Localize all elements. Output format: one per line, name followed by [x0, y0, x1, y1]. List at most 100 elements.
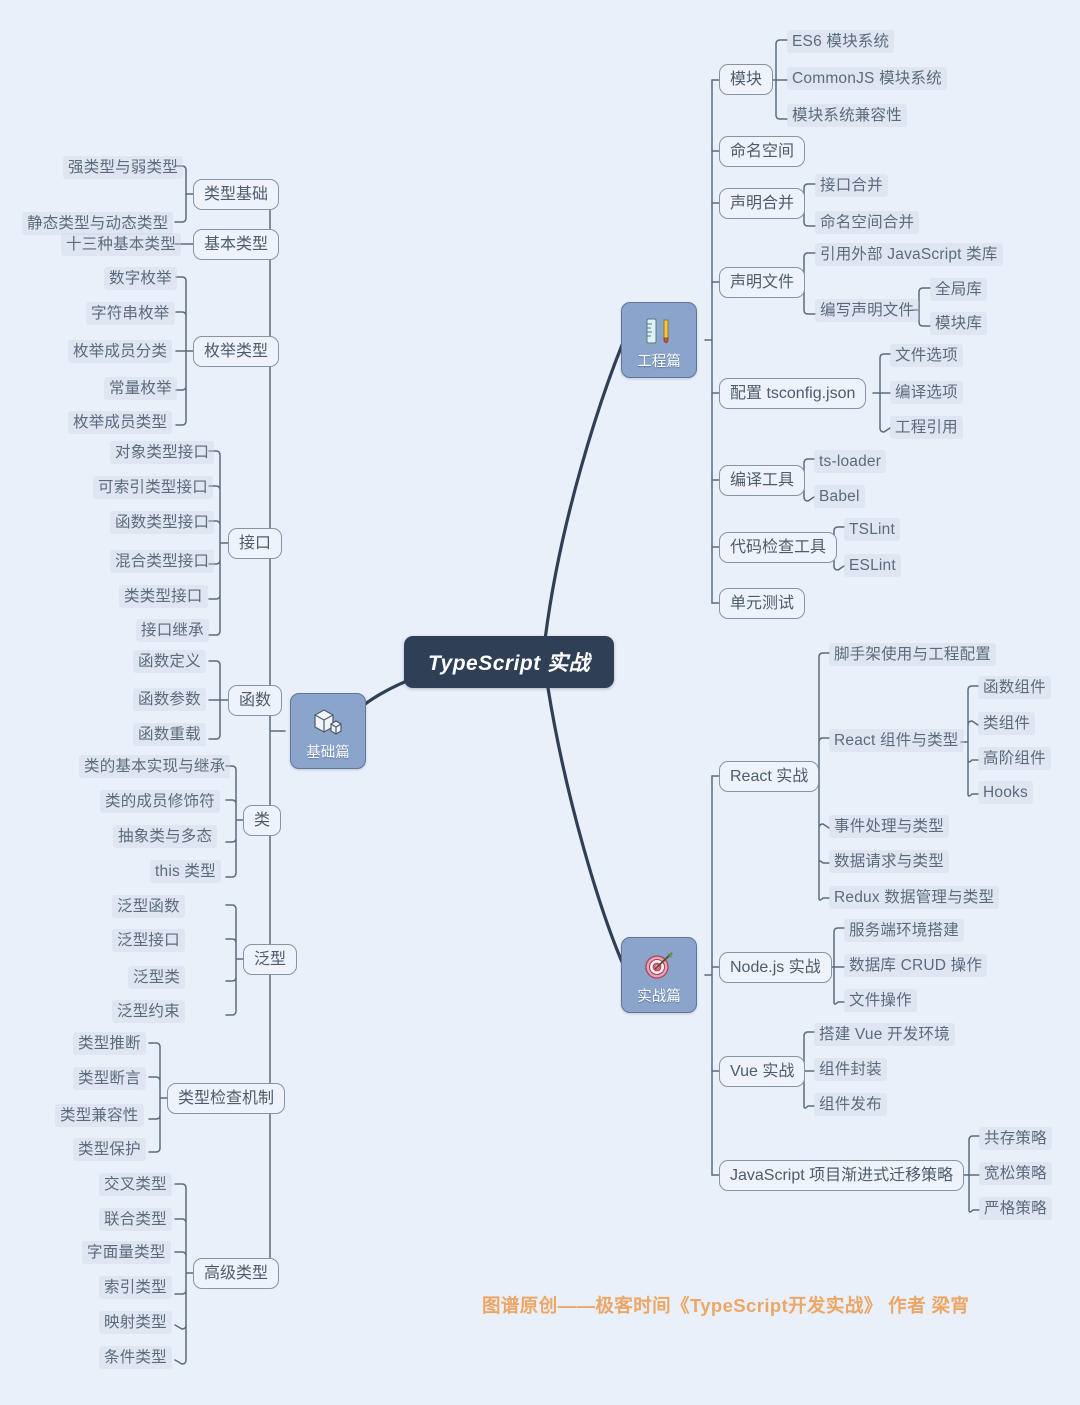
section-node-basics[interactable]: 基础篇	[290, 693, 366, 769]
leaf-event-handling-types[interactable]: 事件处理与类型	[829, 815, 949, 839]
leaf-project-reference[interactable]: 工程引用	[890, 416, 963, 440]
leaf-type-inference[interactable]: 类型推断	[73, 1032, 146, 1056]
leaf-namespace-merge[interactable]: 命名空间合并	[815, 211, 920, 235]
section-node-practice[interactable]: 实战篇	[621, 937, 697, 1013]
branch-type-basic[interactable]: 类型基础	[193, 179, 280, 211]
leaf-reference-js-lib[interactable]: 引用外部 JavaScript 类库	[815, 243, 1003, 267]
section-label-practice: 实战篇	[637, 989, 681, 1005]
leaf-vue-env-setup[interactable]: 搭建 Vue 开发环境	[814, 1023, 955, 1047]
leaf-component-packaging[interactable]: 组件封装	[814, 1058, 887, 1082]
cube-icon	[291, 702, 365, 742]
leaf-react-components-types[interactable]: React 组件与类型	[829, 729, 964, 753]
branch-interface[interactable]: 接口	[228, 528, 283, 560]
branch-namespace[interactable]: 命名空间	[719, 136, 806, 168]
branch-class[interactable]: 类	[243, 805, 282, 837]
leaf-class-interface[interactable]: 类类型接口	[119, 585, 208, 609]
leaf-data-request-types[interactable]: 数据请求与类型	[829, 850, 949, 874]
leaf-ts-loader[interactable]: ts-loader	[814, 450, 887, 474]
leaf-database-crud[interactable]: 数据库 CRUD 操作	[844, 954, 988, 978]
leaf-function-interface[interactable]: 函数类型接口	[110, 511, 215, 535]
leaf-literal-type[interactable]: 字面量类型	[82, 1241, 171, 1265]
leaf-index-type[interactable]: 索引类型	[99, 1276, 172, 1300]
leaf-strong-weak[interactable]: 强类型与弱类型	[63, 156, 183, 180]
leaf-coexist-strategy[interactable]: 共存策略	[979, 1127, 1052, 1151]
leaf-number-enum[interactable]: 数字枚举	[104, 267, 177, 291]
leaf-type-guard[interactable]: 类型保护	[73, 1138, 146, 1162]
leaf-compile-options[interactable]: 编译选项	[890, 381, 963, 405]
leaf-eslint[interactable]: ESLint	[844, 554, 901, 578]
leaf-intersection-type[interactable]: 交叉类型	[99, 1173, 172, 1197]
leaf-mapped-type[interactable]: 映射类型	[99, 1311, 172, 1335]
leaf-class-component[interactable]: 类组件	[978, 712, 1036, 736]
leaf-module-compat[interactable]: 模块系统兼容性	[787, 104, 907, 128]
leaf-class-modifier[interactable]: 类的成员修饰符	[100, 790, 220, 814]
leaf-write-declaration-file[interactable]: 编写声明文件	[815, 299, 920, 323]
leaf-function-overload[interactable]: 函数重载	[133, 723, 206, 747]
leaf-function-component[interactable]: 函数组件	[978, 676, 1051, 700]
leaf-thirteen-basic[interactable]: 十三种基本类型	[61, 233, 181, 257]
leaf-babel[interactable]: Babel	[814, 485, 865, 509]
branch-js-migration[interactable]: JavaScript 项目渐进式迁移策略	[719, 1160, 965, 1192]
branch-react-practice[interactable]: React 实战	[719, 761, 820, 793]
leaf-server-env-setup[interactable]: 服务端环境搭建	[844, 919, 964, 943]
branch-basic-type[interactable]: 基本类型	[193, 229, 280, 261]
leaf-this-type[interactable]: this 类型	[150, 860, 221, 884]
leaf-const-enum[interactable]: 常量枚举	[104, 377, 177, 401]
leaf-file-operation[interactable]: 文件操作	[844, 989, 917, 1013]
root-node[interactable]: TypeScript 实战	[404, 636, 615, 688]
leaf-interface-merge[interactable]: 接口合并	[815, 174, 888, 198]
branch-tsconfig[interactable]: 配置 tsconfig.json	[719, 378, 867, 410]
branch-module[interactable]: 模块	[719, 64, 774, 96]
section-node-engineering[interactable]: 工程篇	[621, 302, 697, 378]
leaf-scaffold-config[interactable]: 脚手架使用与工程配置	[829, 643, 997, 667]
leaf-generic-function[interactable]: 泛型函数	[112, 895, 185, 919]
leaf-abstract-polymorphism[interactable]: 抽象类与多态	[113, 825, 218, 849]
leaf-object-interface[interactable]: 对象类型接口	[110, 441, 215, 465]
leaf-strict-strategy[interactable]: 严格策略	[979, 1197, 1052, 1221]
branch-advanced-type[interactable]: 高级类型	[193, 1258, 280, 1290]
branch-declaration-file[interactable]: 声明文件	[719, 267, 806, 299]
leaf-indexable-interface[interactable]: 可索引类型接口	[93, 476, 213, 500]
leaf-hybrid-interface[interactable]: 混合类型接口	[110, 550, 215, 574]
leaf-function-param[interactable]: 函数参数	[133, 688, 206, 712]
leaf-class-impl-extend[interactable]: 类的基本实现与继承	[79, 755, 231, 779]
leaf-generic-constraint[interactable]: 泛型约束	[112, 1000, 185, 1024]
leaf-tslint[interactable]: TSLint	[844, 518, 900, 542]
branch-lint-tool[interactable]: 代码检查工具	[719, 532, 838, 564]
leaf-generic-interface[interactable]: 泛型接口	[112, 929, 185, 953]
leaf-interface-extend[interactable]: 接口继承	[136, 619, 209, 643]
leaf-component-publish[interactable]: 组件发布	[814, 1093, 887, 1117]
leaf-static-dynamic[interactable]: 静态类型与动态类型	[22, 212, 174, 236]
section-label-basics: 基础篇	[306, 745, 350, 761]
leaf-function-define[interactable]: 函数定义	[133, 650, 206, 674]
branch-compile-tool[interactable]: 编译工具	[719, 465, 806, 497]
leaf-type-compat[interactable]: 类型兼容性	[55, 1104, 144, 1128]
section-label-engineering: 工程篇	[637, 354, 681, 370]
leaf-string-enum[interactable]: 字符串枚举	[86, 302, 175, 326]
leaf-hooks[interactable]: Hooks	[978, 781, 1033, 805]
leaf-es6-module[interactable]: ES6 模块系统	[787, 30, 895, 54]
branch-unit-test[interactable]: 单元测试	[719, 588, 806, 620]
leaf-generic-class[interactable]: 泛型类	[128, 966, 186, 990]
leaf-enum-member-type[interactable]: 枚举成员类型	[68, 411, 173, 435]
leaf-type-assertion[interactable]: 类型断言	[73, 1067, 146, 1091]
leaf-file-options[interactable]: 文件选项	[890, 344, 963, 368]
dartboard-icon	[622, 946, 696, 986]
branch-function[interactable]: 函数	[228, 685, 283, 717]
leaf-redux-data-types[interactable]: Redux 数据管理与类型	[829, 886, 1000, 910]
leaf-union-type[interactable]: 联合类型	[99, 1208, 172, 1232]
leaf-hoc-component[interactable]: 高阶组件	[978, 747, 1051, 771]
leaf-loose-strategy[interactable]: 宽松策略	[979, 1162, 1052, 1186]
branch-node-practice[interactable]: Node.js 实战	[719, 952, 832, 984]
branch-enum-type[interactable]: 枚举类型	[193, 336, 280, 368]
branch-generic[interactable]: 泛型	[243, 944, 298, 976]
leaf-commonjs-module[interactable]: CommonJS 模块系统	[787, 67, 947, 91]
leaf-module-library[interactable]: 模块库	[930, 312, 988, 336]
branch-declaration-merging[interactable]: 声明合并	[719, 188, 806, 220]
leaf-enum-member-category[interactable]: 枚举成员分类	[68, 340, 173, 364]
leaf-conditional-type[interactable]: 条件类型	[99, 1346, 172, 1370]
branch-vue-practice[interactable]: Vue 实战	[719, 1056, 806, 1088]
branch-type-check[interactable]: 类型检查机制	[167, 1083, 286, 1115]
leaf-global-library[interactable]: 全局库	[930, 278, 988, 302]
